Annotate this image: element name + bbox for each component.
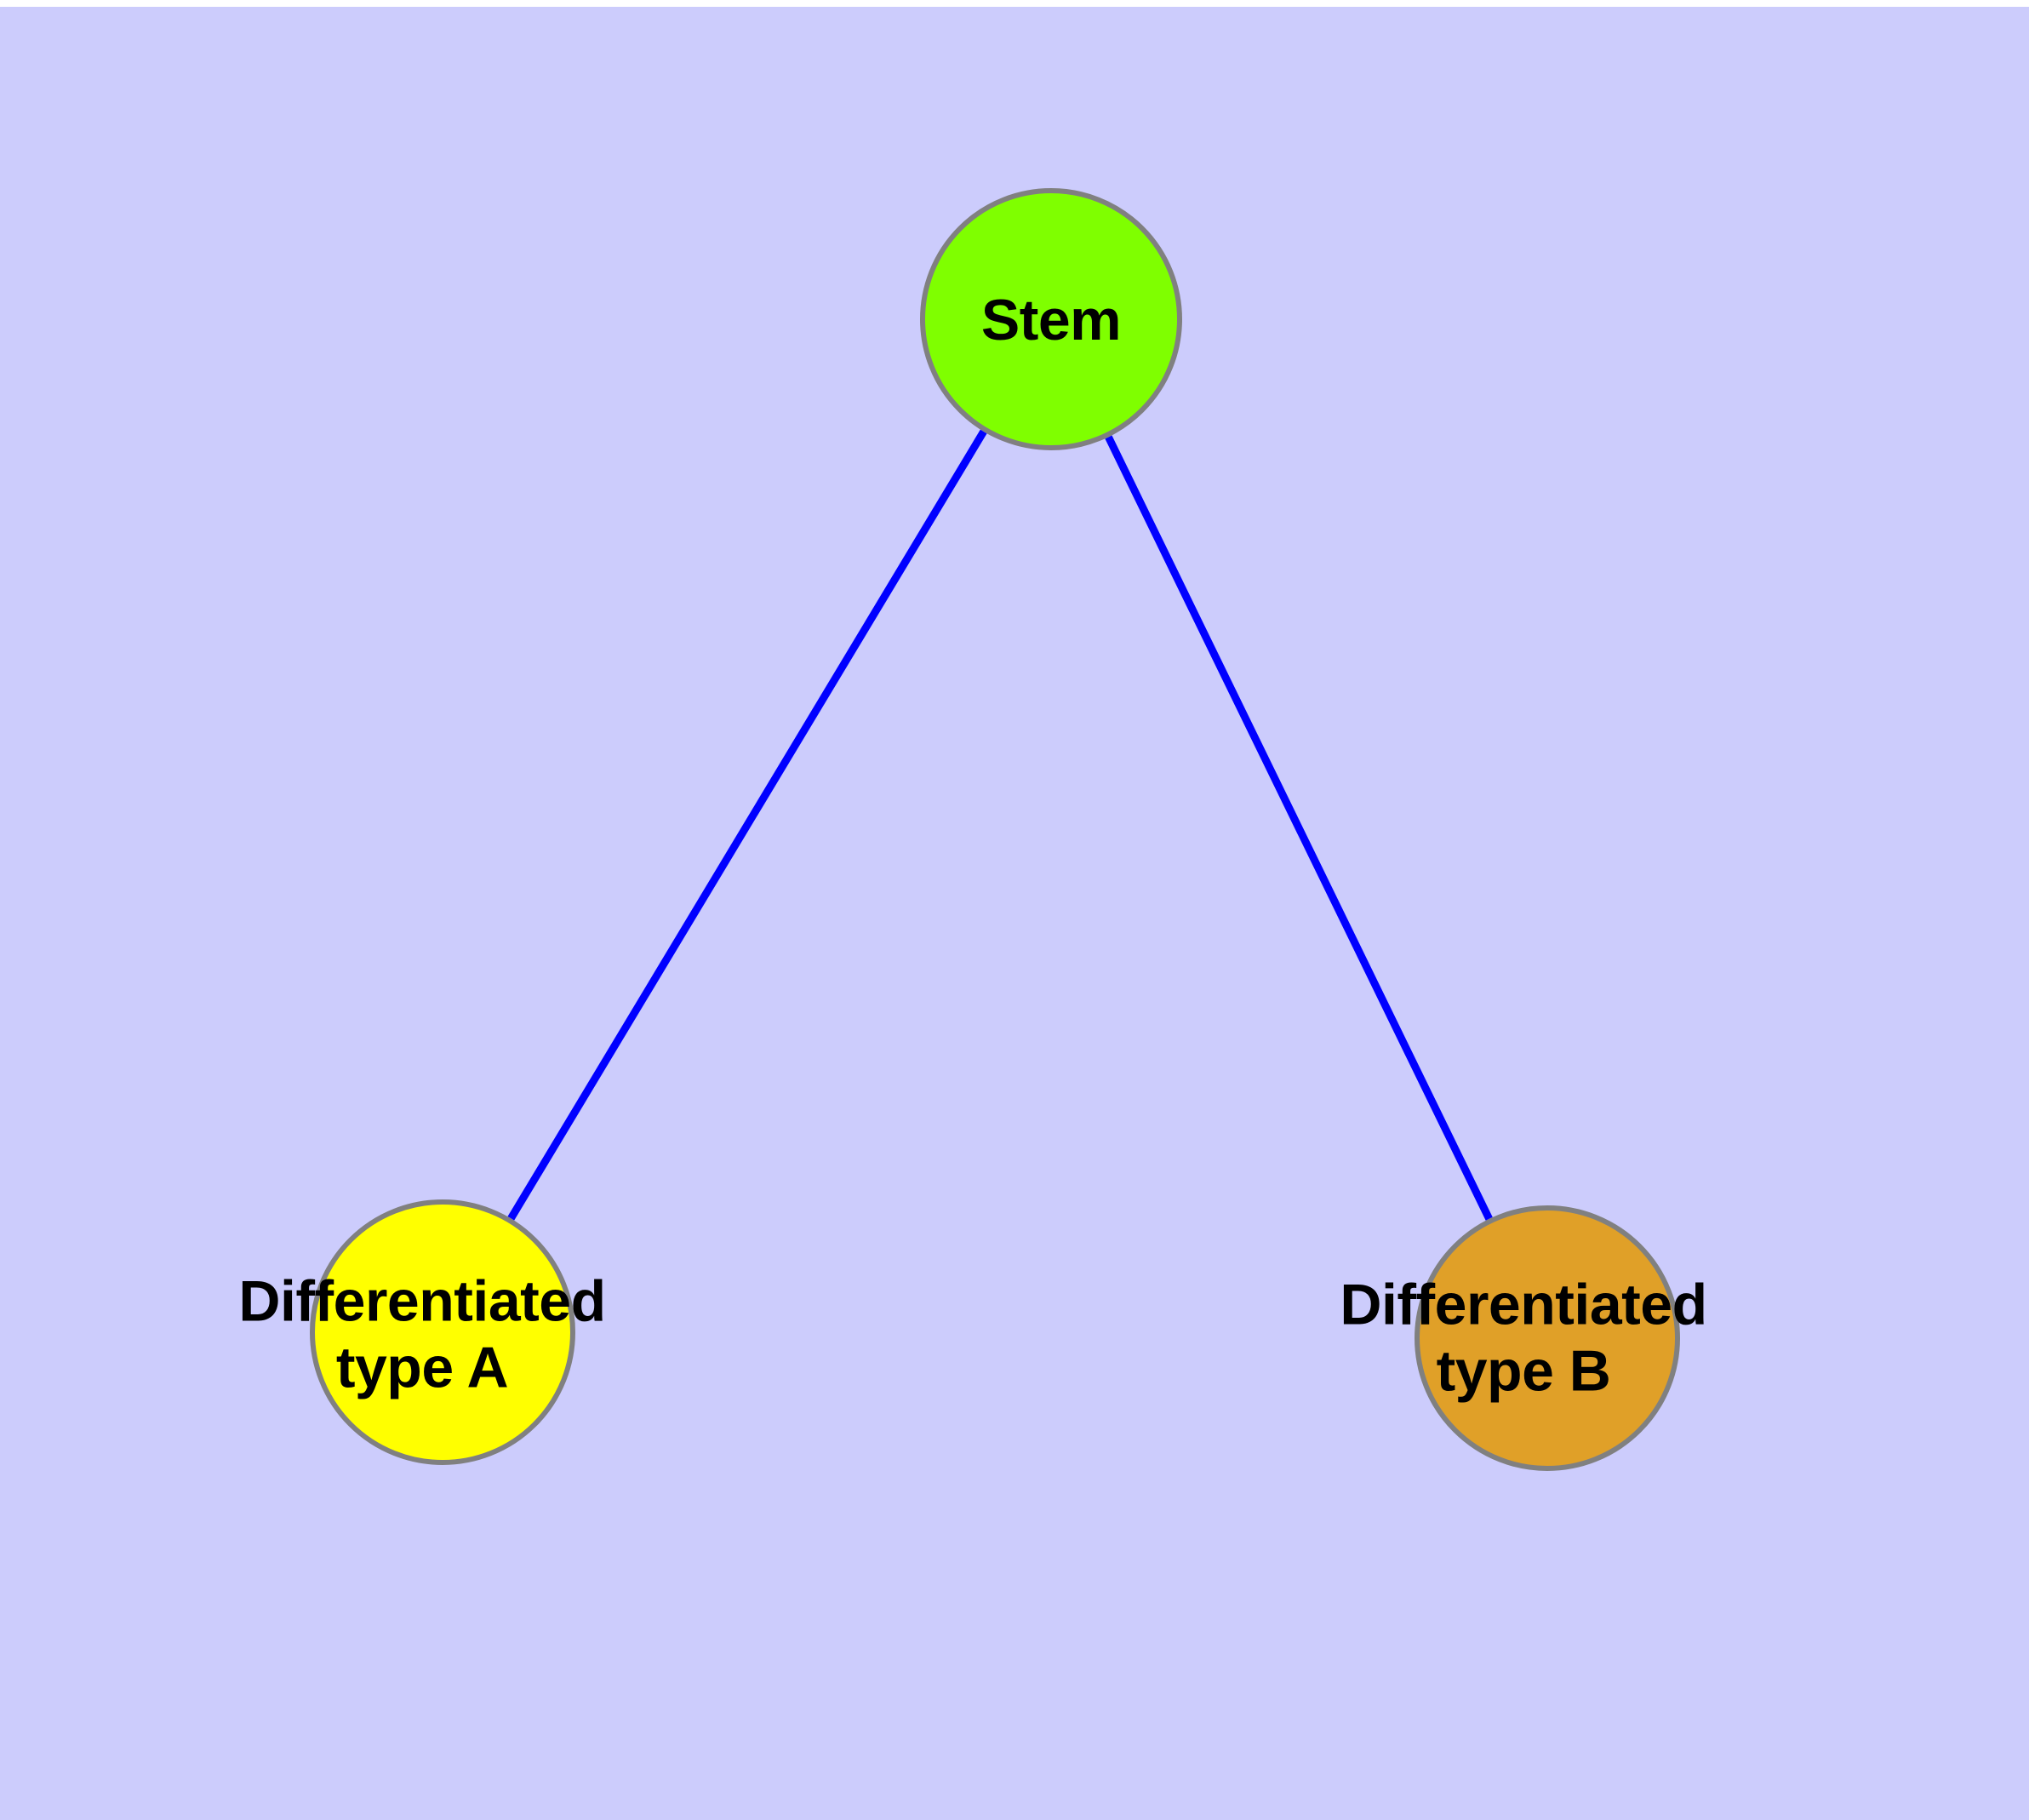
node-differentiated-type-a[interactable] [310, 1199, 575, 1465]
edges-group [439, 317, 1552, 1340]
node-stem[interactable] [920, 188, 1182, 450]
node-differentiated-type-b[interactable] [1415, 1205, 1680, 1471]
edge-stem-to-diff-a[interactable] [439, 317, 1055, 1335]
edge-stem-to-diff-b[interactable] [1047, 318, 1552, 1340]
nodes-group [310, 188, 1680, 1471]
